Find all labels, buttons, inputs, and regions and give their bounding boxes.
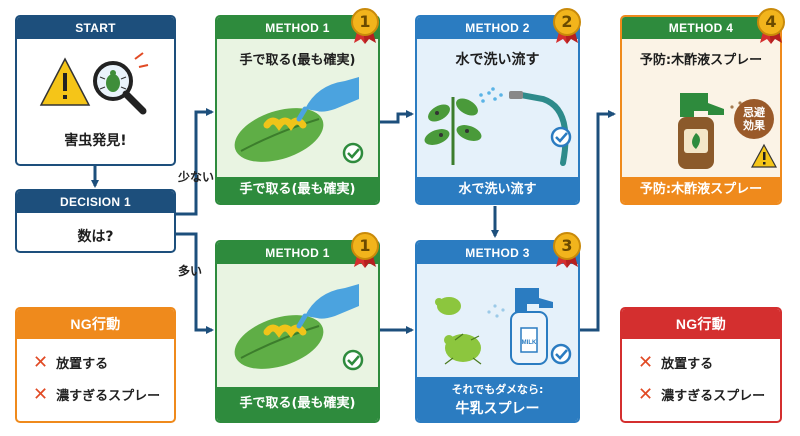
rank-medal-icon: [351, 8, 379, 44]
method1-top-footer: 手で取る(最も確実): [217, 177, 378, 203]
ng-left-item: ✕ 濃すぎるスプレー: [33, 385, 160, 404]
method1-bottom-card: METHOD 1 手で取る(最も確実): [215, 240, 380, 423]
method4-footer: 予防:木酢液スプレー: [622, 177, 780, 203]
start-card: START 害虫発見!: [15, 15, 176, 166]
method3-footer: それでもダメなら: 牛乳スプレー: [417, 377, 578, 421]
ng-right-item-label: 放置する: [661, 357, 714, 372]
ng-right-item-label: 濃すぎるスプレー: [661, 389, 766, 404]
arrow-decision-to-method1-bottom: [176, 232, 214, 334]
method4-badge-text: 忌避効果: [743, 106, 765, 132]
decision-text: 数は?: [77, 229, 114, 245]
aphids-milk-spray-icon: MILK: [435, 288, 572, 365]
method1-bottom-header: METHOD 1: [217, 242, 378, 264]
method3-card: METHOD 3 MILK それでもダメなら: 牛乳スプレー: [415, 240, 580, 423]
decision-header: DECISION 1: [17, 191, 174, 213]
method3-header: METHOD 3: [417, 242, 578, 264]
start-text: 害虫発見!: [64, 133, 127, 149]
method4-title: 予防:木酢液スプレー: [639, 53, 763, 68]
hand-picking-caterpillar-icon: [234, 77, 364, 164]
cross-icon: ✕: [638, 351, 654, 373]
ng-left-item-label: 放置する: [56, 357, 109, 372]
ng-right-item: ✕ 濃すぎるスプレー: [638, 385, 765, 404]
method2-card: METHOD 2 水で洗い流す 水で洗い流す: [415, 15, 580, 205]
arrow-method3-to-method4: [579, 110, 616, 332]
arrow-decision-to-method1-top: [176, 108, 214, 216]
rank-medal-icon: [351, 232, 379, 268]
cross-icon: ✕: [33, 351, 49, 373]
cross-icon: ✕: [33, 383, 49, 405]
ng-left-header: NG行動: [17, 309, 174, 339]
method2-footer: 水で洗い流す: [417, 177, 578, 203]
warning-magnifier-bug-icon: [39, 52, 149, 115]
rank-medal-icon: [553, 8, 581, 44]
rank-medal-icon: [757, 8, 785, 44]
milk-label: MILK: [522, 340, 537, 346]
method1-bottom-footer: 手で取る(最も確実): [217, 387, 378, 421]
ng-right-item: ✕ 放置する: [638, 353, 713, 372]
decision-card: DECISION 1 数は?: [15, 189, 176, 253]
method1-bottom-rank: 1: [359, 236, 371, 255]
cross-icon: ✕: [638, 383, 654, 405]
method1-top-card: METHOD 1 手で取る(最も確実) 手で取る(最も確実): [215, 15, 380, 205]
ng-left-item-label: 濃すぎるスプレー: [56, 389, 161, 404]
method4-badge: 忌避効果: [734, 99, 774, 139]
method3-rank: 3: [561, 236, 573, 255]
ng-right-card: NG行動 ✕ 放置する ✕ 濃すぎるスプレー: [620, 307, 782, 423]
method1-top-title: 手で取る(最も確実): [239, 53, 356, 68]
ng-left-card: NG行動 ✕ 放置する ✕ 濃すぎるスプレー: [15, 307, 176, 423]
method3-footer-line2: 牛乳スプレー: [455, 401, 540, 417]
start-header: START: [17, 17, 174, 39]
method3-footer-line1: それでもダメなら:: [451, 383, 544, 396]
arrow-method1-to-method2: [380, 110, 414, 124]
method2-header: METHOD 2: [417, 17, 578, 39]
method2-title: 水で洗い流す: [455, 52, 540, 68]
plant-water-hose-icon: [424, 87, 572, 166]
method4-header: METHOD 4: [622, 17, 780, 39]
hand-picking-caterpillar-icon: [234, 284, 364, 371]
ng-left-item: ✕ 放置する: [33, 353, 108, 372]
ng-right-header: NG行動: [622, 309, 780, 339]
method4-card: METHOD 4 予防:木酢液スプレー 忌避効果 予防:木酢液スプレー: [620, 15, 782, 205]
method1-top-rank: 1: [359, 12, 371, 31]
rank-medal-icon: [553, 232, 581, 268]
method4-rank: 4: [765, 12, 777, 31]
method1-top-header: METHOD 1: [217, 17, 378, 39]
branch-label-many: 多い: [178, 264, 203, 278]
branch-label-few: 少ない: [178, 170, 215, 184]
method2-rank: 2: [561, 12, 573, 31]
